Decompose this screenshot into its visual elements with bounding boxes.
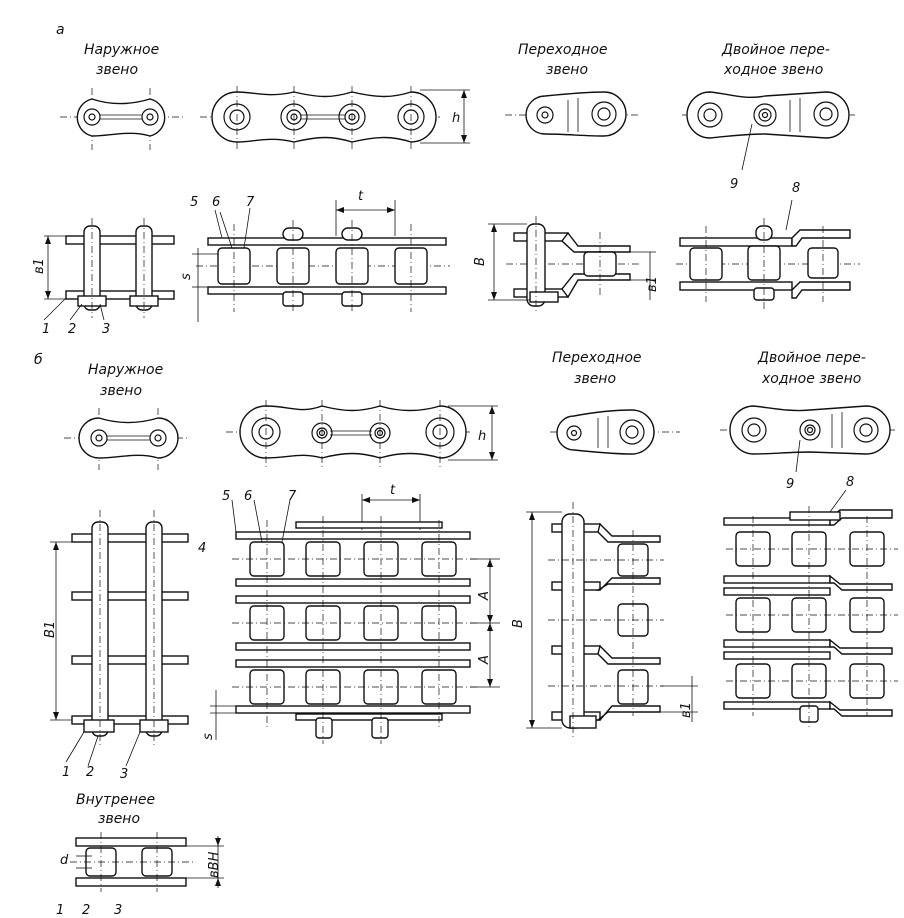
section-b-part-9: 9 xyxy=(786,477,794,492)
section-b-double-link-title-1: Двойное пере- xyxy=(757,350,866,366)
section-a-marker: а xyxy=(56,22,65,38)
section-b-outer-link-title-2: звено xyxy=(100,383,142,399)
section-b-double-link-title-2: ходное звено xyxy=(761,371,861,387)
section-a-double-connecting-link-section xyxy=(676,199,860,310)
section-b-chain-side-view xyxy=(226,400,498,468)
section-a-outer-link-title-1: Наружное xyxy=(84,42,159,58)
section-b-double-connecting-link-plate xyxy=(720,405,895,473)
section-a-part-5: 5 xyxy=(190,195,198,210)
section-a-part-9: 9 xyxy=(730,177,738,192)
section-a-connecting-link-section xyxy=(488,216,656,312)
section-b-connecting-link-plate xyxy=(550,409,680,455)
section-b-outer-link-plate xyxy=(64,408,190,470)
section-a-dim-B: B xyxy=(473,257,488,266)
section-a-part-1: 1 xyxy=(42,322,50,337)
section-a-connecting-link-plate xyxy=(505,91,640,137)
section-a-double-link-title-1: Двойное пере- xyxy=(721,42,830,58)
section-b-part-1: 1 xyxy=(62,765,70,780)
section-a-dim-b1-right: в1 xyxy=(645,276,660,292)
inner-link-part-1: 1 xyxy=(56,903,64,918)
section-a-part-8: 8 xyxy=(792,181,800,196)
section-a-chain-side-view xyxy=(200,86,470,150)
section-b-part-3: 3 xyxy=(120,767,128,782)
section-b-outer-link-section xyxy=(50,510,189,767)
section-a-double-link-title-2: ходное звено xyxy=(723,62,823,78)
section-b-dim-B1: B1 xyxy=(43,621,58,638)
section-b-part-2: 2 xyxy=(86,765,94,780)
section-a-dim-b1: в1 xyxy=(32,258,47,274)
section-b-part-8: 8 xyxy=(846,475,854,490)
inner-link-title-2: звено xyxy=(98,811,140,827)
section-a-connecting-link-title-1: Переходное xyxy=(518,42,608,58)
section-b-double-connecting-link-section xyxy=(723,489,898,730)
section-a-part-2: 2 xyxy=(68,322,76,337)
section-a-part-3: 3 xyxy=(102,322,110,337)
section-a-chain-section xyxy=(192,200,450,322)
section-a-outer-link-title-2: звено xyxy=(96,62,138,78)
section-b-chain-section xyxy=(210,494,500,744)
section-a-outer-link-section xyxy=(43,218,175,321)
section-a-dim-s: s xyxy=(179,273,194,280)
section-b-part-7: 7 xyxy=(288,489,297,504)
section-b-dim-h: h xyxy=(478,429,486,444)
section-b-dim-A-1: A xyxy=(477,591,492,601)
section-b-part-5: 5 xyxy=(222,489,230,504)
section-a-connecting-link-title-2: звено xyxy=(546,62,588,78)
inner-link-dim-bvn: вВН xyxy=(207,851,222,878)
inner-link-section xyxy=(70,832,224,892)
section-b-marker: б xyxy=(34,352,43,368)
section-a-part-6: 6 xyxy=(212,195,220,210)
section-b-dim-A-2: A xyxy=(477,655,492,665)
section-b-part-4: 4 xyxy=(198,541,206,556)
section-b-dim-b1: в1 xyxy=(679,702,694,718)
section-b-connecting-link-title-2: звено xyxy=(574,371,616,387)
section-b-dim-B: B xyxy=(511,619,526,628)
inner-link-title-1: Внутренее xyxy=(76,792,155,808)
inner-link-part-2: 2 xyxy=(82,903,90,918)
section-a-double-connecting-link-plate xyxy=(682,91,855,171)
inner-link-part-3: 3 xyxy=(114,903,122,918)
section-a-dim-h: h xyxy=(452,111,460,126)
section-b-part-6: 6 xyxy=(244,489,252,504)
section-b-dim-t: t xyxy=(390,483,396,498)
section-b-connecting-link-section xyxy=(526,502,698,740)
section-a-part-7: 7 xyxy=(246,195,255,210)
section-a-outer-link-plate xyxy=(60,88,185,150)
section-b-outer-link-title-1: Наружное xyxy=(88,362,163,378)
section-a-dim-t: t xyxy=(358,189,364,204)
section-b-dim-s: s xyxy=(201,733,216,740)
section-b-connecting-link-title-1: Переходное xyxy=(552,350,642,366)
inner-link-dim-d: d xyxy=(60,853,69,868)
